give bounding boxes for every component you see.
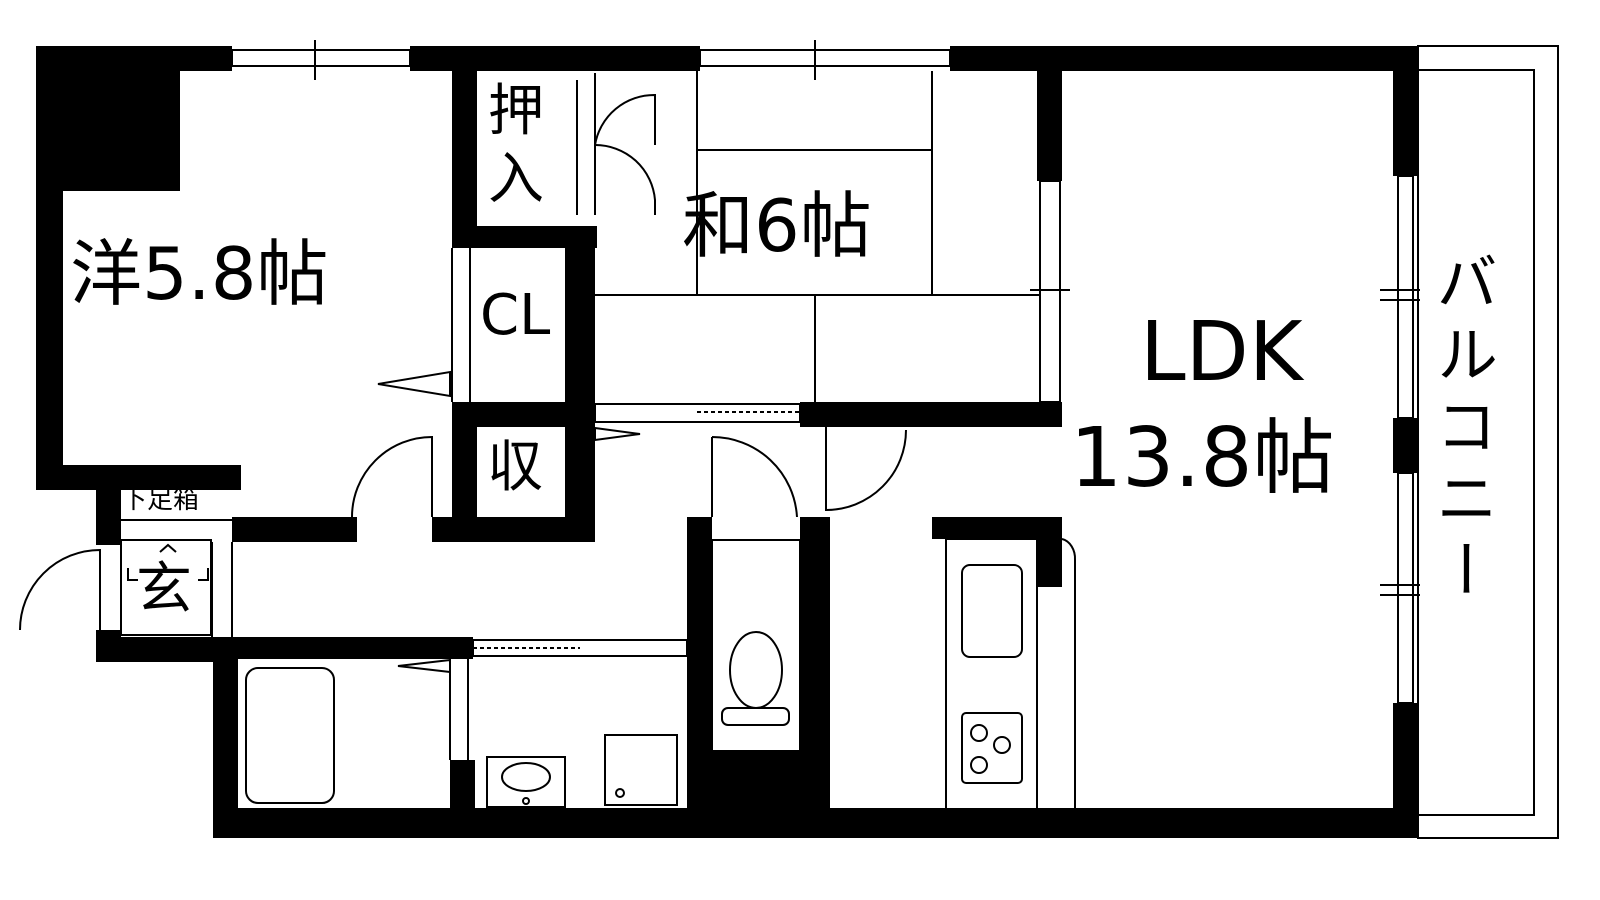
closet-oshiire-label-top: 押 <box>488 79 544 144</box>
thin-lines <box>19 40 1559 839</box>
western-room-label: 洋5.8帖 <box>70 232 329 316</box>
japanese-room-label: 和6帖 <box>682 184 872 268</box>
entrance-label: 玄 <box>136 557 192 622</box>
ldk-size-label: 13.8帖 <box>1070 411 1335 506</box>
closet-cl-label: CL <box>480 283 551 348</box>
ldk-name-label: LDK <box>1140 305 1303 400</box>
shoe-box-label: 下足箱 <box>121 485 200 515</box>
walls <box>36 46 1418 838</box>
closet-oshiire-label-bottom: 入 <box>488 147 544 212</box>
storage-label: 収 <box>487 435 543 500</box>
balcony-label: バルコニー <box>1425 250 1498 610</box>
